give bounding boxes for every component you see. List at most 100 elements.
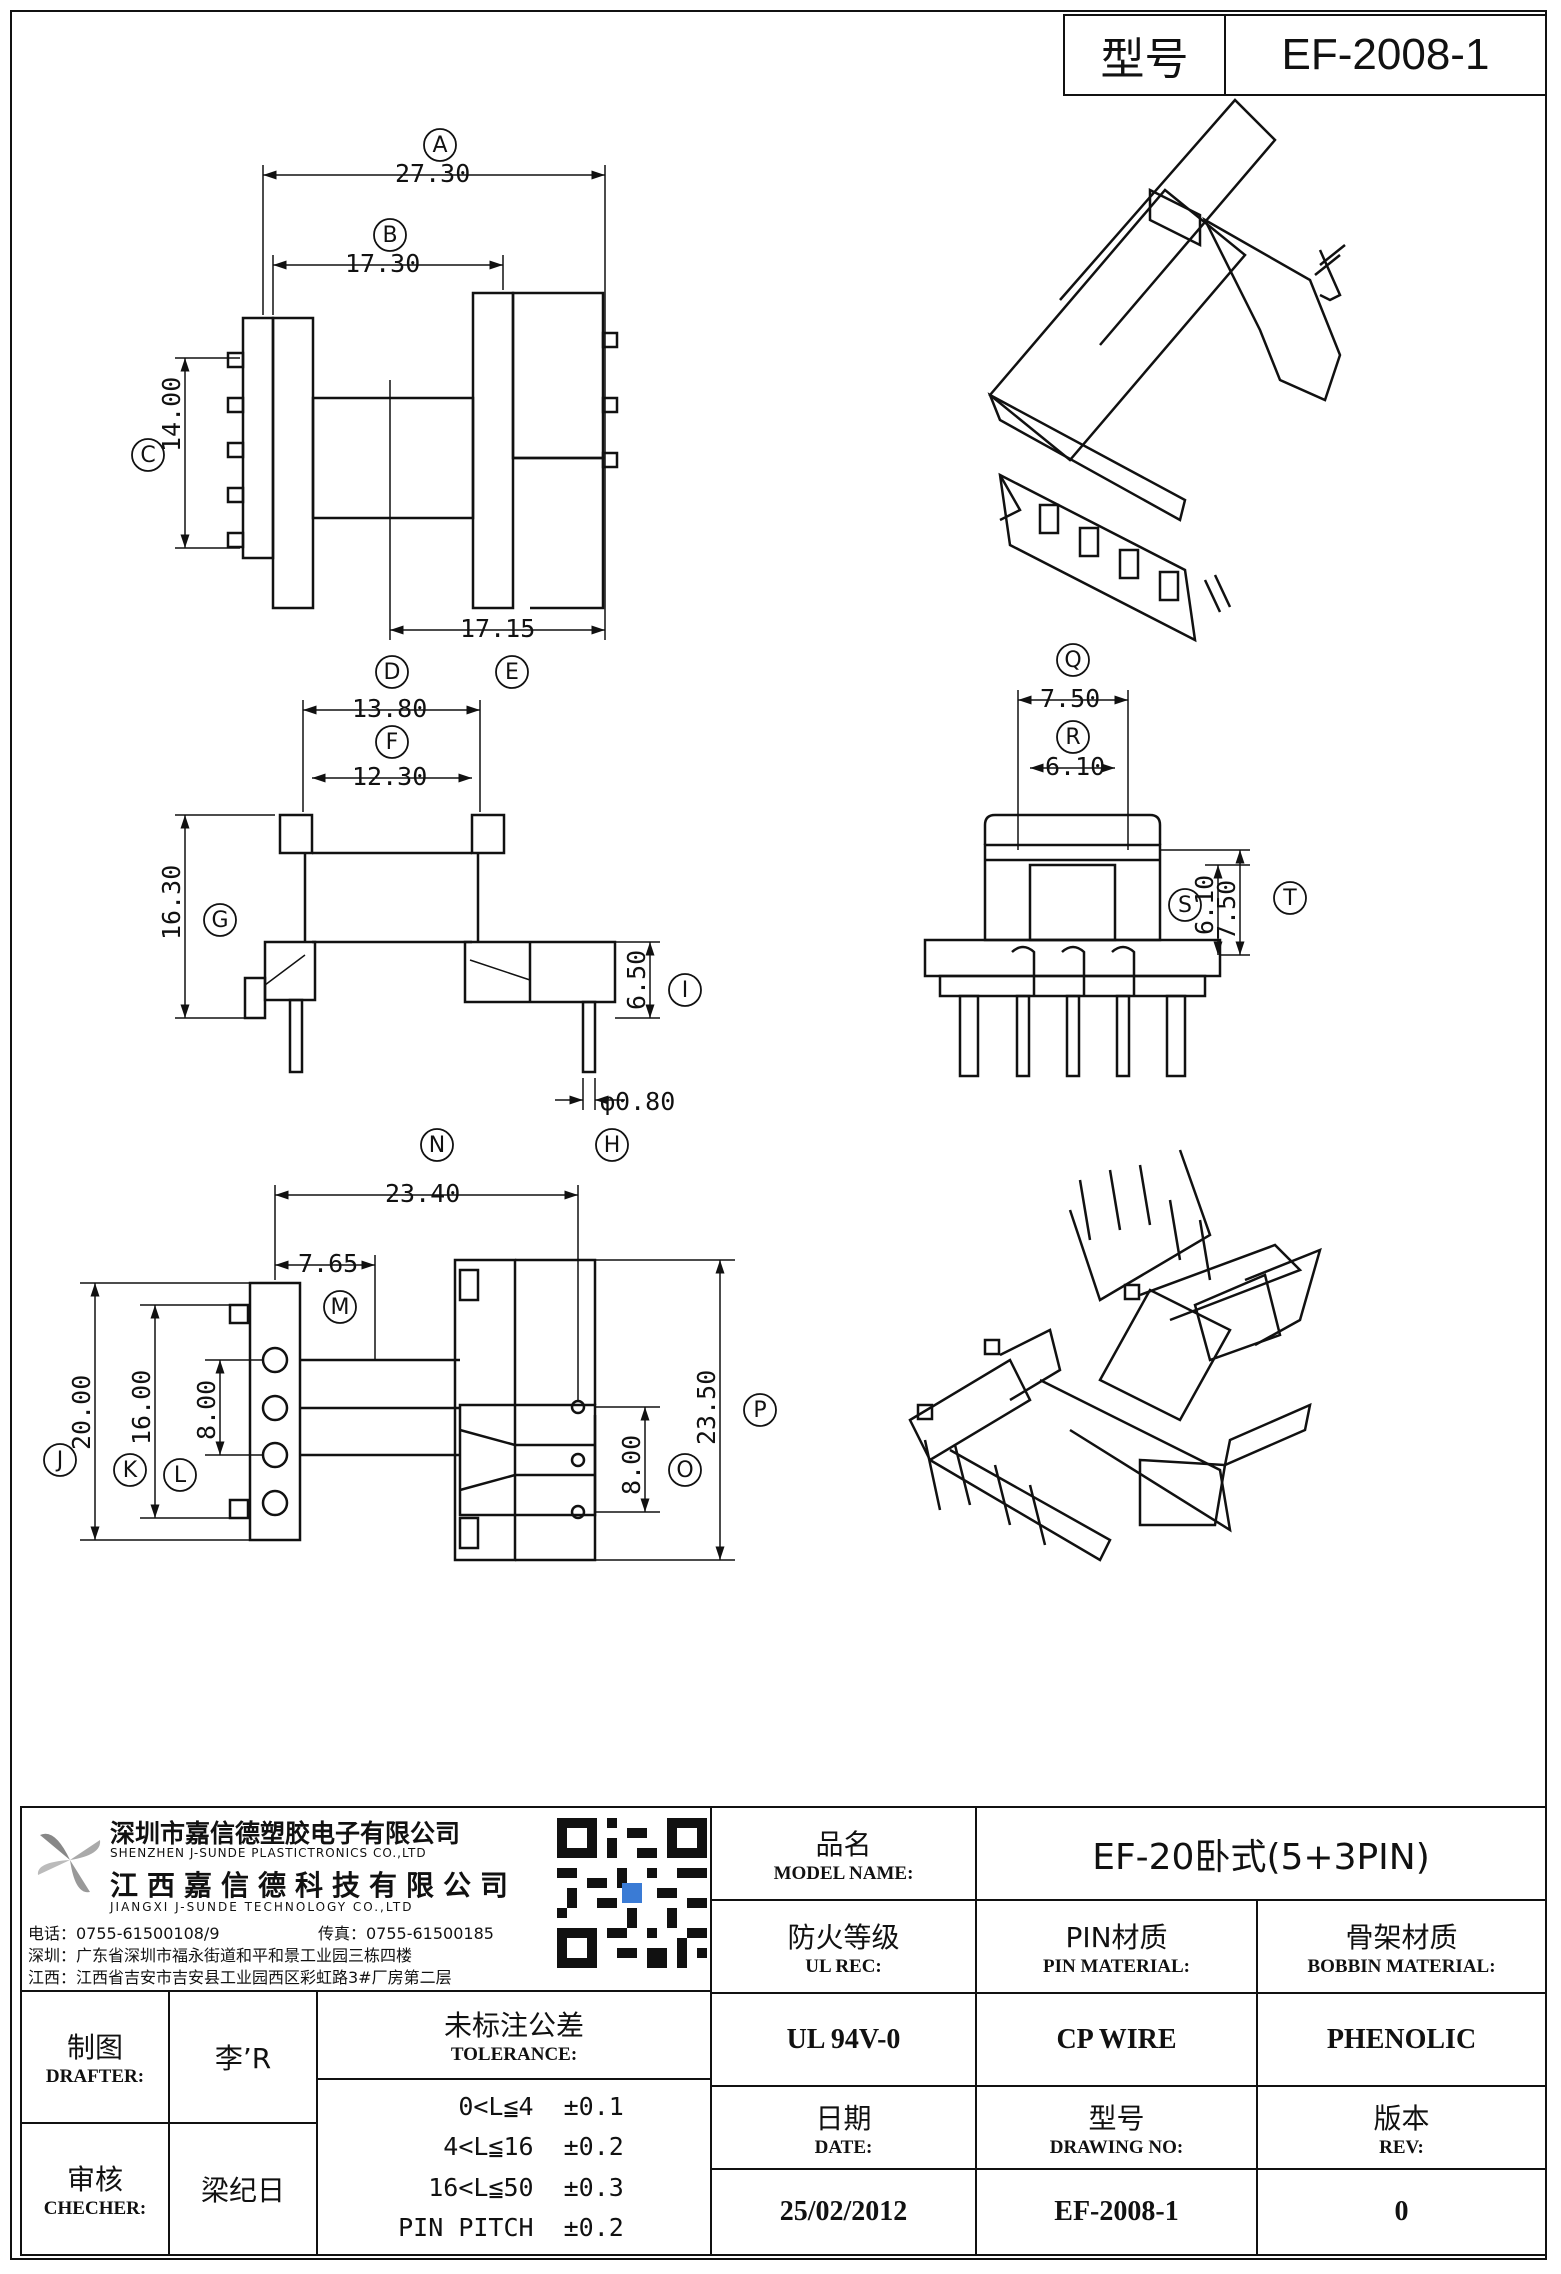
svg-text:Q: Q [1064, 648, 1081, 673]
svg-text:A: A [432, 133, 447, 158]
front-view [243, 813, 617, 1074]
dim-b: 17.30 [345, 249, 420, 278]
dim-s: 6.10 [1190, 875, 1219, 935]
pin-material-label: PIN材质 PIN MATERIAL: [975, 1899, 1258, 1994]
company-address-jiangxi: 江西：江西省吉安市吉安县工业园西区彩虹路3#厂房第二层 [28, 1968, 452, 1987]
company-address-shenzhen: 深圳：广东省深圳市福永街道和平和景工业园三栋四楼 [28, 1946, 413, 1965]
dim-m: 7.65 [298, 1249, 358, 1278]
marker-g: G [203, 903, 237, 937]
drawing-area: 27.30 17.30 14.00 17.15 13.80 12.30 16.3… [43, 98, 1346, 1562]
marker-b: B [373, 218, 407, 252]
bobbin-material-value: PHENOLIC [1256, 1992, 1547, 2087]
date-label: 日期 DATE: [710, 2085, 977, 2170]
svg-text:K: K [123, 1458, 138, 1483]
marker-k: K [113, 1453, 147, 1487]
svg-text:B: B [382, 223, 397, 248]
bobbin-material-label: 骨架材质 BOBBIN MATERIAL: [1256, 1899, 1547, 1994]
dim-e: 17.15 [460, 614, 535, 643]
drawing-no-value: EF-2008-1 [975, 2168, 1258, 2256]
marker-d: D [375, 655, 409, 689]
drawing-no-label: 型号 DRAWING NO: [975, 2085, 1258, 2170]
svg-text:G: G [211, 908, 228, 933]
dim-n: 23.40 [385, 1179, 460, 1208]
rev-value: 0 [1256, 2168, 1547, 2256]
type-value-box: EF-2008-1 [1224, 14, 1547, 96]
svg-text:L: L [174, 1463, 187, 1488]
svg-text:E: E [505, 660, 519, 685]
dim-a: 27.30 [395, 159, 470, 188]
dim-o: 8.00 [617, 1435, 646, 1495]
marker-r: R [1056, 720, 1090, 754]
checker-value: 梁纪日 [168, 2122, 318, 2256]
company-info: 深圳市嘉信德塑胶电子有限公司 SHENZHEN J-SUNDE PLASTICT… [20, 1806, 712, 1992]
svg-text:P: P [753, 1398, 766, 1423]
pin-material-value: CP WIRE [975, 1992, 1258, 2087]
type-value: EF-2008-1 [1281, 30, 1490, 79]
marker-p: P [743, 1393, 777, 1427]
svg-text:T: T [1282, 886, 1297, 911]
marker-m: M [323, 1290, 357, 1324]
dim-i: 6.50 [622, 950, 651, 1010]
dim-f: 12.30 [352, 762, 427, 791]
dim-p: 23.50 [692, 1370, 721, 1445]
company-fax: 传真：0755-61500185 [318, 1924, 494, 1943]
svg-text:R: R [1065, 725, 1080, 750]
tolerance-row: 0<L≦4 ±0.1 [458, 2091, 624, 2121]
company-name-cn-2: 江西嘉信德科技有限公司 [110, 1869, 518, 1902]
model-name-label: 品名 MODEL NAME: [710, 1806, 977, 1901]
top-view [226, 291, 619, 640]
outer-frame [10, 10, 1547, 2260]
dim-r: 6.10 [1045, 752, 1105, 781]
company-phone: 电话：0755-61500108/9 [28, 1924, 220, 1943]
dim-d: 13.80 [352, 694, 427, 723]
marker-s: S [1168, 888, 1202, 922]
type-label-box: 型号 [1063, 14, 1226, 96]
marker-l: L [163, 1458, 197, 1492]
company-logo [37, 1833, 101, 1893]
svg-text:I: I [682, 978, 689, 1003]
ul-rec-value: UL 94V-0 [710, 1992, 977, 2087]
marker-c: C [131, 438, 165, 472]
tolerance-label: 未标注公差 TOLERANCE: [316, 1990, 712, 2080]
dim-t: 7.50 [1212, 880, 1241, 940]
qr-code [557, 1818, 707, 1968]
drafter-value: 李’R [168, 1990, 318, 2124]
ul-rec-label: 防火等级 UL REC: [710, 1899, 977, 1994]
svg-text:M: M [331, 1295, 350, 1320]
bottom-view [228, 1258, 597, 1562]
model-name-value: EF-20卧式(5+3PIN) [975, 1806, 1547, 1901]
dim-q: 7.50 [1040, 684, 1100, 713]
isometric-view-bottom [908, 1149, 1322, 1562]
marker-f: F [375, 725, 409, 759]
dim-c: 14.00 [157, 377, 186, 452]
tolerance-row: 4<L≦16 ±0.2 [443, 2132, 624, 2162]
dim-l: 8.00 [192, 1380, 221, 1440]
dim-h: φ0.80 [600, 1087, 675, 1116]
side-view [923, 813, 1222, 1078]
svg-text:S: S [1178, 893, 1192, 918]
rev-label: 版本 REV: [1256, 2085, 1547, 2170]
company-name-cn-1: 深圳市嘉信德塑胶电子有限公司 [110, 1819, 461, 1848]
company-name-en-2: JIANGXI J-SUNDE TECHNOLOGY CO.,LTD [110, 1900, 414, 1914]
isometric-view-top [987, 98, 1346, 643]
svg-text:N: N [429, 1133, 445, 1158]
dim-k: 16.00 [127, 1370, 156, 1445]
drafter-label: 制图 DRAFTER: [20, 1990, 170, 2124]
marker-e: E [495, 655, 529, 689]
dim-g: 16.30 [157, 865, 186, 940]
company-name-en-1: SHENZHEN J-SUNDE PLASTICTRONICS CO.,LTD [110, 1846, 427, 1860]
svg-text:D: D [384, 660, 401, 685]
checker-label: 审核 CHECHER: [20, 2122, 170, 2256]
svg-text:C: C [140, 443, 155, 468]
tolerance-row: 16<L≦50 ±0.3 [428, 2172, 624, 2202]
reference-markers: A B C D E F G H I J K L M N O P Q R S T [43, 128, 1307, 1492]
marker-h: H [595, 1128, 629, 1162]
svg-text:F: F [386, 730, 399, 755]
svg-text:O: O [676, 1458, 693, 1483]
svg-text:J: J [55, 1448, 64, 1473]
svg-text:H: H [604, 1133, 621, 1158]
title-block: 深圳市嘉信德塑胶电子有限公司 SHENZHEN J-SUNDE PLASTICT… [20, 1806, 1547, 2256]
marker-i: I [668, 973, 702, 1007]
marker-o: O [668, 1453, 702, 1487]
